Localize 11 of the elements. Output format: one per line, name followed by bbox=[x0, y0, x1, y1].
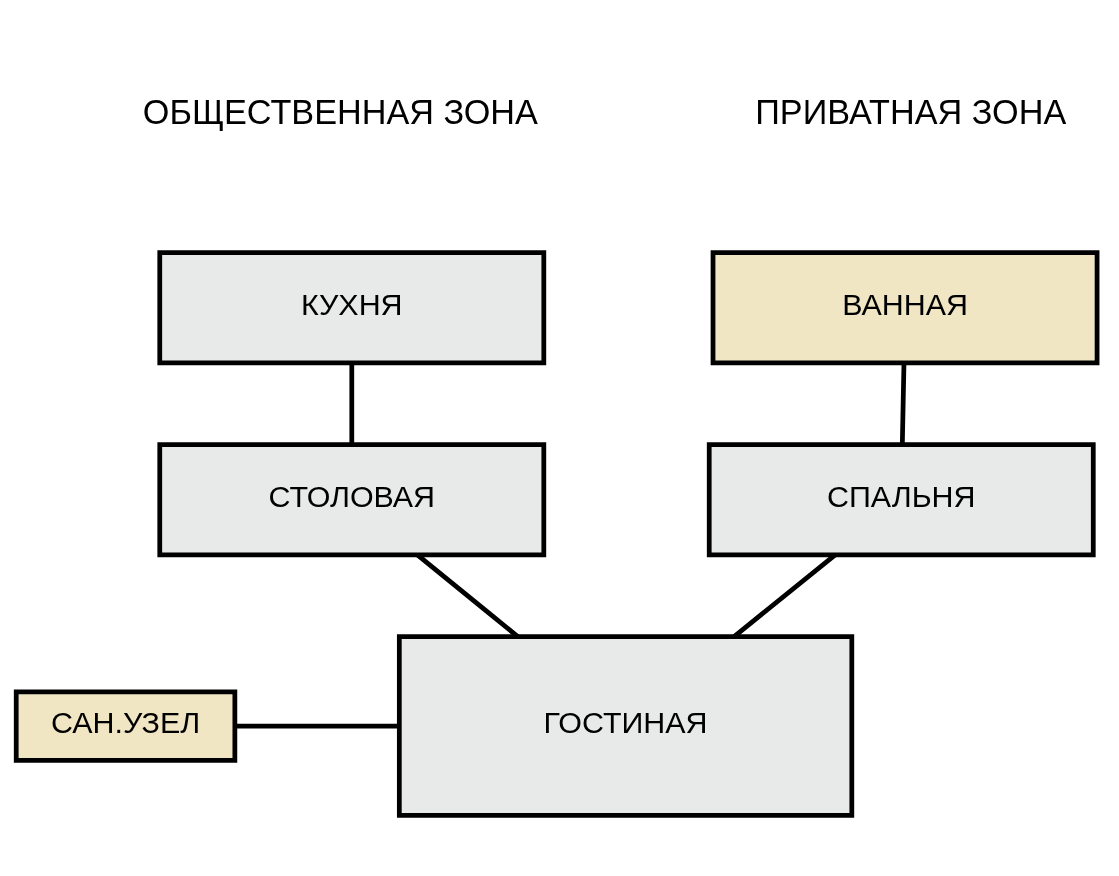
node-box: СТОЛОВАЯ bbox=[157, 442, 547, 558]
label: ОБЩЕСТВЕННАЯ ЗОНА bbox=[142, 93, 538, 132]
node-box: КУХНЯ bbox=[157, 250, 547, 366]
connector bbox=[234, 723, 399, 729]
node-box: ГОСТИНАЯ bbox=[396, 634, 855, 818]
node-box: ВАННАЯ bbox=[710, 250, 1100, 366]
label: ПРИВАТНАЯ ЗОНА bbox=[755, 93, 1067, 132]
connector bbox=[899, 363, 907, 445]
connector bbox=[349, 363, 355, 445]
node-box: СПАЛЬНЯ bbox=[706, 442, 1096, 558]
node-box: САН.УЗЕЛ bbox=[13, 689, 238, 763]
